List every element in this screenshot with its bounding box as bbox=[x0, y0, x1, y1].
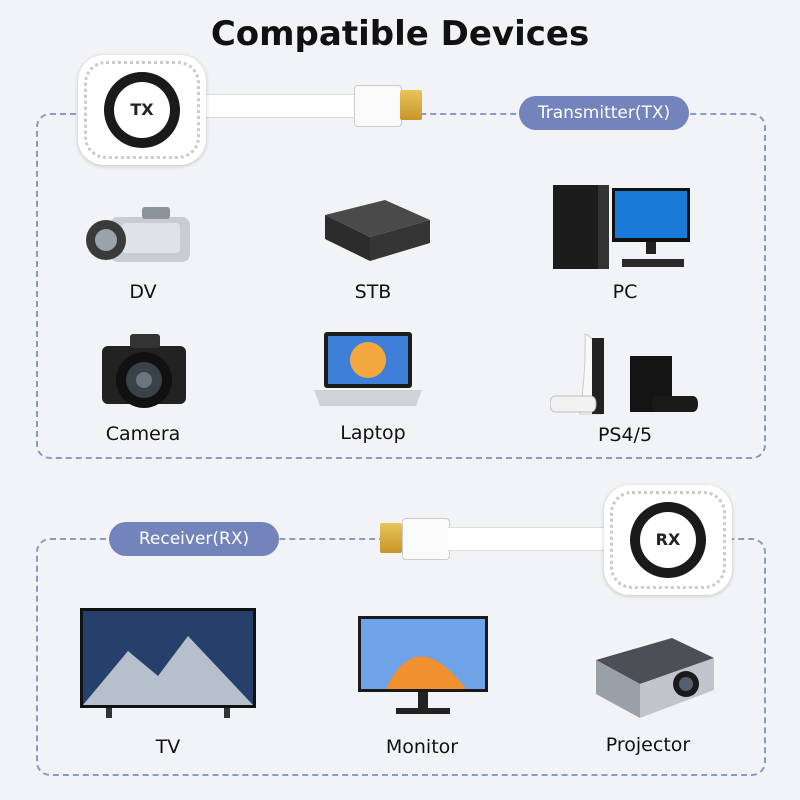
tx-dongle: TX bbox=[78, 55, 206, 165]
tv-icon bbox=[80, 608, 256, 718]
set-top-box-icon bbox=[325, 200, 430, 261]
camcorder-icon bbox=[86, 207, 190, 262]
device-label-laptop: Laptop bbox=[340, 422, 406, 444]
projector-icon bbox=[596, 638, 714, 718]
device-label-projector: Projector bbox=[605, 734, 691, 756]
desktop-pc-icon bbox=[553, 185, 690, 269]
tx-cable bbox=[190, 94, 355, 118]
tx-dongle-label: TX bbox=[114, 82, 170, 138]
rx-dongle-label: RX bbox=[640, 512, 696, 568]
rx-cable bbox=[448, 527, 610, 551]
device-label-stb: STB bbox=[354, 281, 392, 303]
device-label-monitor: Monitor bbox=[385, 736, 459, 758]
game-console-icon bbox=[550, 333, 698, 415]
device-label-dv: DV bbox=[129, 281, 157, 303]
camera-icon bbox=[102, 334, 186, 408]
page-title: Compatible Devices bbox=[210, 14, 590, 54]
rx-hdmi-plug bbox=[402, 518, 450, 560]
device-label-pc: PC bbox=[612, 281, 638, 303]
monitor-icon bbox=[358, 616, 488, 714]
rx-dongle: RX bbox=[604, 485, 732, 595]
tx-hdmi-tip bbox=[400, 90, 422, 120]
receiver-badge: Receiver(RX) bbox=[109, 522, 279, 556]
device-label-camera: Camera bbox=[105, 423, 181, 445]
laptop-icon bbox=[314, 332, 422, 406]
device-label-tv: TV bbox=[155, 736, 181, 758]
transmitter-badge: Transmitter(TX) bbox=[519, 96, 689, 130]
tx-hdmi-plug bbox=[354, 85, 402, 127]
device-label-ps45: PS4/5 bbox=[597, 424, 653, 446]
rx-hdmi-tip bbox=[380, 523, 402, 553]
